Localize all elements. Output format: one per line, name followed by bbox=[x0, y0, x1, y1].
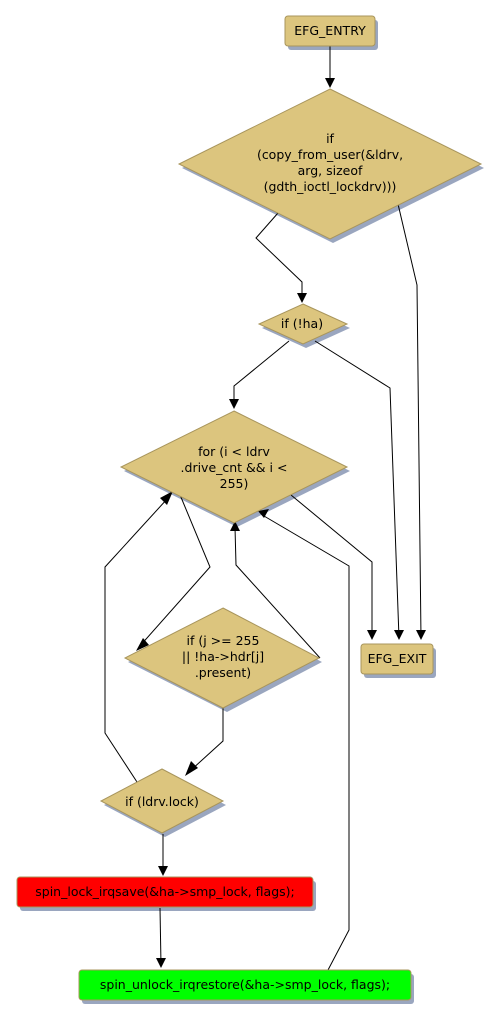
node-ha-check: if (!ha) bbox=[257, 303, 349, 345]
edge-lock-check-back-to-for-loop bbox=[104, 497, 169, 783]
node-copy-check-line-2: (copy_from_user(&ldrv, bbox=[257, 147, 403, 162]
edge-hdr-check-back-to-for-loop bbox=[234, 526, 321, 659]
node-for-loop-line-2: .drive_cnt && i < bbox=[181, 460, 288, 475]
node-hdr-check-line-3: .present) bbox=[195, 665, 251, 680]
edge-for-loop-to-hdr-check bbox=[138, 489, 211, 648]
node-hdr-check-line-2: || !ha->hdr[j] bbox=[182, 649, 264, 664]
node-for-loop-line-3: 255) bbox=[220, 476, 249, 491]
edge-ha-check-to-exit bbox=[314, 340, 400, 639]
node-copy-check-line-3: arg, sizeof bbox=[298, 163, 363, 178]
node-hdr-check-line-1: if (j >= 255 bbox=[187, 633, 260, 648]
node-exit-label: EFG_EXIT bbox=[368, 651, 427, 666]
node-copy-check-line-4: (gdth_ioctl_lockdrv))) bbox=[264, 179, 397, 194]
node-copy-check: if (copy_from_user(&ldrv, arg, sizeof (g… bbox=[177, 88, 483, 240]
node-hdr-check: if (j >= 255 || !ha->hdr[j] .present) bbox=[123, 607, 321, 709]
node-for-loop: for (i < ldrv .drive_cnt && i < 255) bbox=[119, 410, 349, 524]
node-spin-unlock: spin_unlock_irqrestore(&ha->smp_lock, fl… bbox=[78, 969, 412, 1001]
edges bbox=[104, 46, 426, 971]
node-copy-check-line-1: if bbox=[326, 131, 334, 146]
node-for-loop-line-1: for (i < ldrv bbox=[198, 444, 270, 459]
node-ha-check-label: if (!ha) bbox=[281, 316, 323, 331]
node-spin-lock-label: spin_lock_irqsave(&ha->smp_lock, flags); bbox=[35, 884, 294, 899]
edge-copy-check-to-ha-check bbox=[255, 212, 303, 301]
edge-copy-check-to-exit bbox=[397, 203, 422, 639]
nodes: EFG_ENTRY if (copy_from_user(&ldrv, arg,… bbox=[16, 15, 483, 1001]
node-lock-check-label: if (ldrv.lock) bbox=[125, 794, 199, 809]
node-spin-unlock-label: spin_unlock_irqrestore(&ha->smp_lock, fl… bbox=[100, 977, 390, 992]
node-spin-lock: spin_lock_irqsave(&ha->smp_lock, flags); bbox=[16, 876, 314, 908]
edge-for-loop-to-exit bbox=[290, 494, 373, 638]
node-exit: EFG_EXIT bbox=[360, 643, 434, 675]
node-lock-check: if (ldrv.lock) bbox=[99, 768, 225, 834]
node-entry: EFG_ENTRY bbox=[284, 15, 376, 47]
edge-spin-lock-to-spin-unlock bbox=[159, 907, 162, 966]
node-entry-label: EFG_ENTRY bbox=[294, 23, 366, 38]
edge-ha-check-to-for-loop bbox=[233, 340, 290, 407]
edge-hdr-check-to-lock-check bbox=[189, 706, 224, 772]
edge-spin-unlock-back-to-for-loop bbox=[263, 515, 350, 971]
